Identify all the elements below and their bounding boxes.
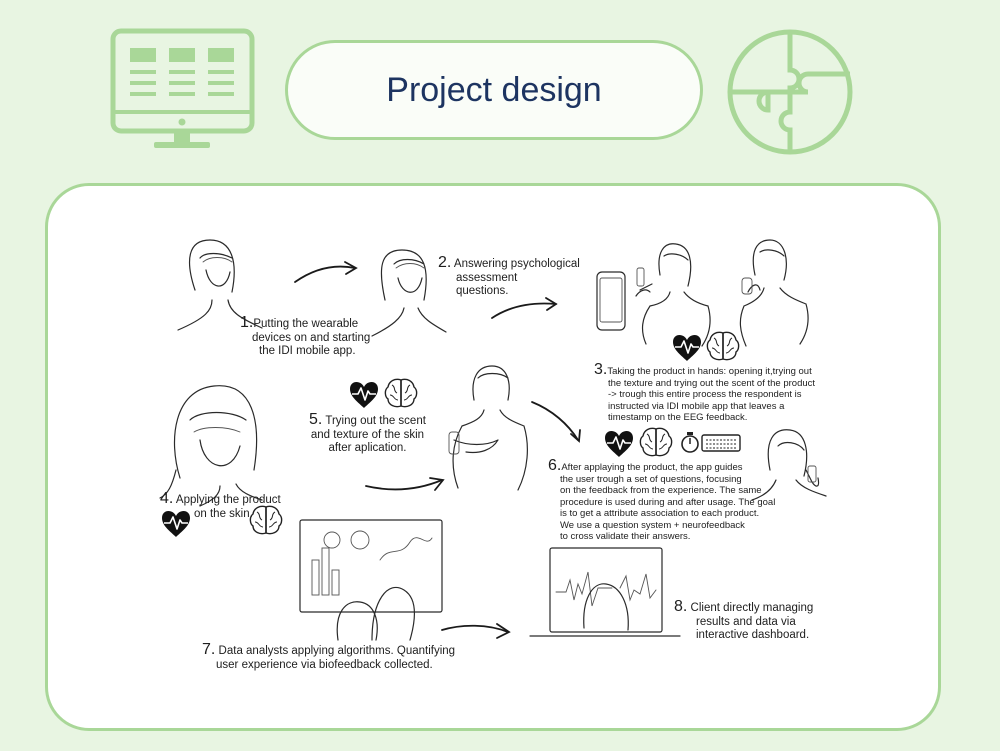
title-pill: Project design xyxy=(285,40,703,140)
step-3-number: 3. xyxy=(594,361,608,378)
step-6-number: 6. xyxy=(548,457,562,474)
step-6-line-1: After applaying the product, the app gui… xyxy=(561,462,743,473)
step-1-line-2: devices on and starting xyxy=(252,331,371,344)
figure-step-2 xyxy=(371,249,447,337)
monitor-icon xyxy=(110,28,255,148)
step-2-number: 2. xyxy=(438,254,452,271)
figure-step-1 xyxy=(177,239,263,331)
figure-step-4 xyxy=(159,385,263,507)
step-5: 5. Trying out the scent and texture of t… xyxy=(309,411,426,456)
heart-pulse-icon-5 xyxy=(349,381,379,409)
arrow-4-5 xyxy=(365,477,445,491)
figure-step-5 xyxy=(448,365,528,491)
brain-icon-5 xyxy=(384,378,418,408)
step-1-number: 1. xyxy=(240,314,254,331)
step-6-line-2: the user trough a set of questions, focu… xyxy=(560,473,742,485)
step-2: 2. Answering psychological assessment qu… xyxy=(438,254,580,299)
step-3-line-1: Taking the product in hands: opening it,… xyxy=(607,366,812,377)
step-7-line-2: user experience via biofeedback collecte… xyxy=(216,658,433,671)
step-5-line-3: after aplication. xyxy=(328,442,407,454)
arrow-2-3 xyxy=(491,297,558,319)
step-6-line-6: We use a question system + neurofeedback xyxy=(560,519,745,531)
arrow-1-2 xyxy=(294,261,358,283)
step-5-number: 5. xyxy=(309,411,323,428)
step-7-line-1: Data analysts applying algorithms. Quant… xyxy=(218,645,456,657)
brain-icon-6 xyxy=(639,427,673,457)
step-1-line-3: the IDI mobile app. xyxy=(259,345,356,357)
process-panel xyxy=(45,183,941,731)
step-3-line-2: the texture and trying out the scent of … xyxy=(608,377,816,389)
step-8-line-1: Client directly managing xyxy=(690,602,814,614)
step-6-line-5: is to get a attribute association to eac… xyxy=(560,508,760,519)
step-6-line-3: on the feedback from the experience. The… xyxy=(560,485,762,496)
page-title: Project design xyxy=(386,70,602,109)
step-1-line-1: Putting the wearable xyxy=(253,318,359,330)
step-8: 8. Client directly managing results and … xyxy=(674,598,814,643)
brain-icon-3 xyxy=(706,331,740,361)
step-4: 4. Applying the product on the skin. xyxy=(160,490,281,521)
step-2-line-1: Answering psychological xyxy=(453,258,580,270)
figure-step-7 xyxy=(299,519,443,641)
step-4-number: 4. xyxy=(160,490,174,507)
stopwatch-icon xyxy=(681,432,699,453)
step-5-line-2: and texture of the skin xyxy=(310,428,425,441)
step-8-line-2: results and data via xyxy=(696,615,796,628)
figure-step-6 xyxy=(751,429,827,501)
step-6: 6.After applaying the product, the app g… xyxy=(548,457,776,543)
heart-pulse-icon-3 xyxy=(672,334,702,362)
step-4-line-1: Applying the product xyxy=(175,494,281,506)
step-8-number: 8. xyxy=(674,598,688,615)
step-3-line-5: timestamp on the EEG feedback. xyxy=(608,412,748,423)
step-4-line-2: on the skin. xyxy=(194,507,253,520)
arrow-5-6 xyxy=(531,401,581,443)
step-3-line-3: -> trough this entire process the respon… xyxy=(608,389,802,400)
step-6-line-7: to cross validate their answers. xyxy=(560,531,691,542)
step-5-line-1: Trying out the scent xyxy=(325,415,426,427)
step-7: 7. Data analysts applying algorithms. Qu… xyxy=(202,641,456,672)
puzzle-icon xyxy=(727,29,853,155)
figure-step-3 xyxy=(596,239,809,347)
step-3: 3.Taking the product in hands: opening i… xyxy=(594,361,816,424)
heart-pulse-icon-6 xyxy=(604,430,634,458)
step-1: 1.Putting the wearable devices on and st… xyxy=(240,314,371,359)
step-2-line-3: questions. xyxy=(456,285,509,297)
step-7-number: 7. xyxy=(202,641,216,658)
step-8-line-3: interactive dashboard. xyxy=(696,629,810,641)
figure-step-8 xyxy=(529,547,681,637)
step-6-line-4: procedure is used during and after usage… xyxy=(560,496,776,508)
keyboard-icon xyxy=(701,434,741,452)
step-3-line-4: instructed via IDI mobile app that leave… xyxy=(608,400,785,412)
arrow-7-8 xyxy=(441,623,511,639)
step-2-line-2: assessment xyxy=(456,271,518,284)
